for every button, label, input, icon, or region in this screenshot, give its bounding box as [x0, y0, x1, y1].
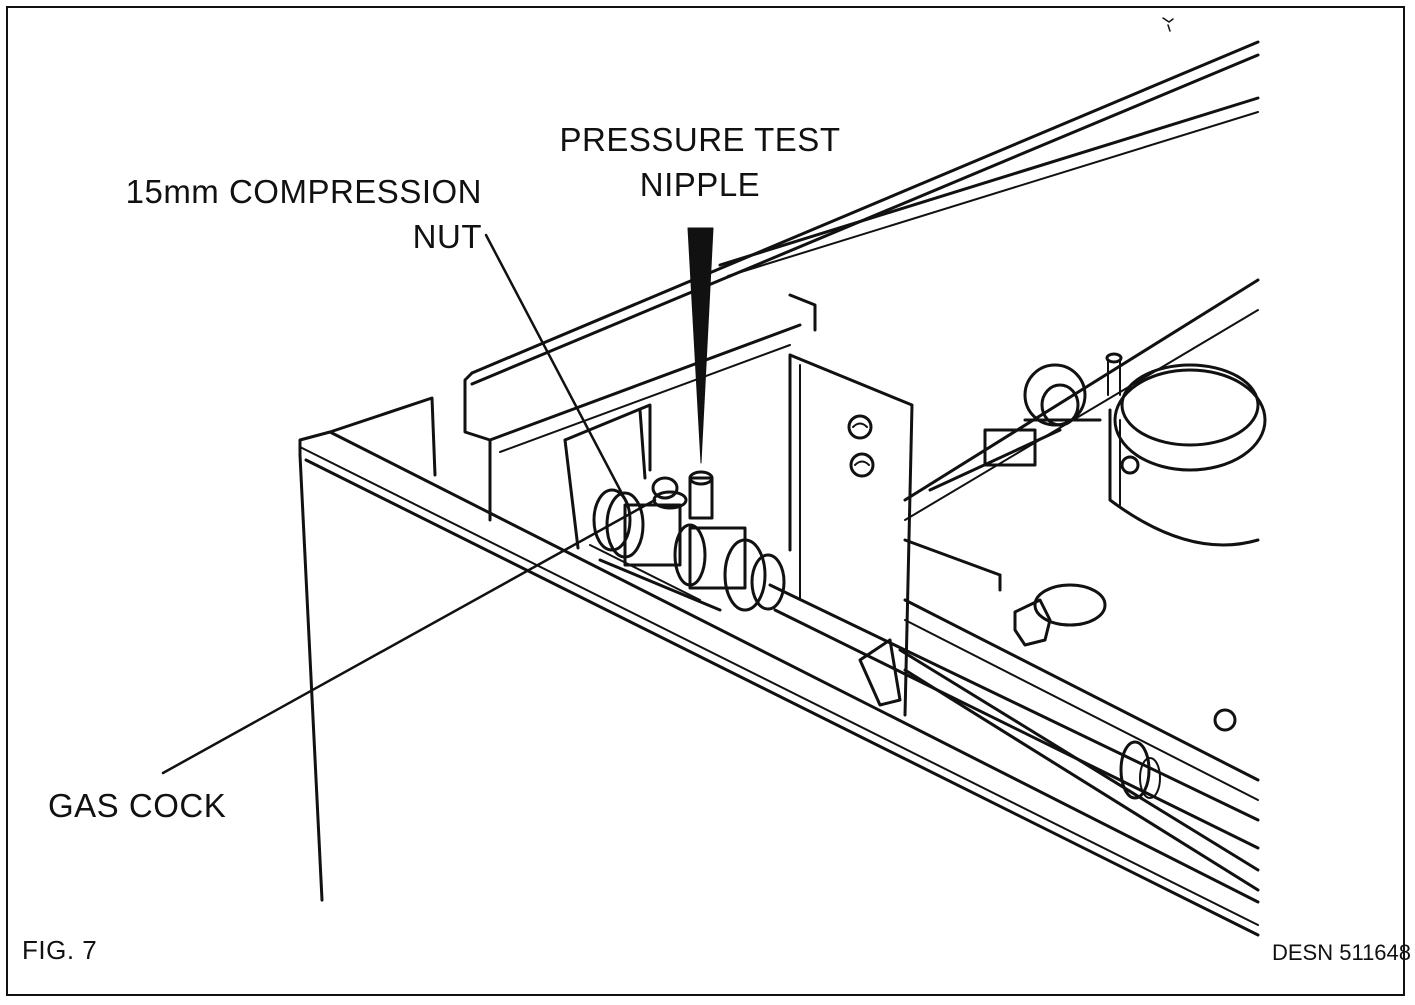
figure-number: FIG. 7 [22, 935, 98, 965]
label-test-nipple-line1: PRESSURE TEST [559, 121, 841, 158]
leader-compression-nut [484, 233, 630, 507]
burner-assembly [983, 352, 1267, 732]
drawing-reference: DESN 511648 [1272, 940, 1412, 965]
label-compression-nut: 15mm COMPRESSION NUT [100, 170, 482, 259]
gas-cock-valve [589, 470, 786, 612]
leader-test-nipple [687, 227, 714, 464]
figure-frame [6, 6, 1405, 996]
gas-supply-pipe [768, 583, 1260, 892]
label-compression-nut-line1: 15mm COMPRESSION [125, 173, 482, 210]
leader-lines [161, 227, 714, 775]
label-test-nipple: PRESSURE TEST NIPPLE [545, 118, 855, 207]
casing-front-panel [298, 396, 1260, 937]
label-compression-nut-line2: NUT [412, 217, 482, 255]
valve-bracket [563, 353, 914, 717]
label-gas-cock: GAS COCK [48, 787, 227, 824]
inner-cover-plate [903, 278, 1260, 801]
speck-mark [1162, 17, 1174, 32]
leader-gas-cock [161, 498, 657, 775]
label-test-nipple-line2: NIPPLE [639, 165, 761, 203]
top-rail [463, 40, 1260, 522]
